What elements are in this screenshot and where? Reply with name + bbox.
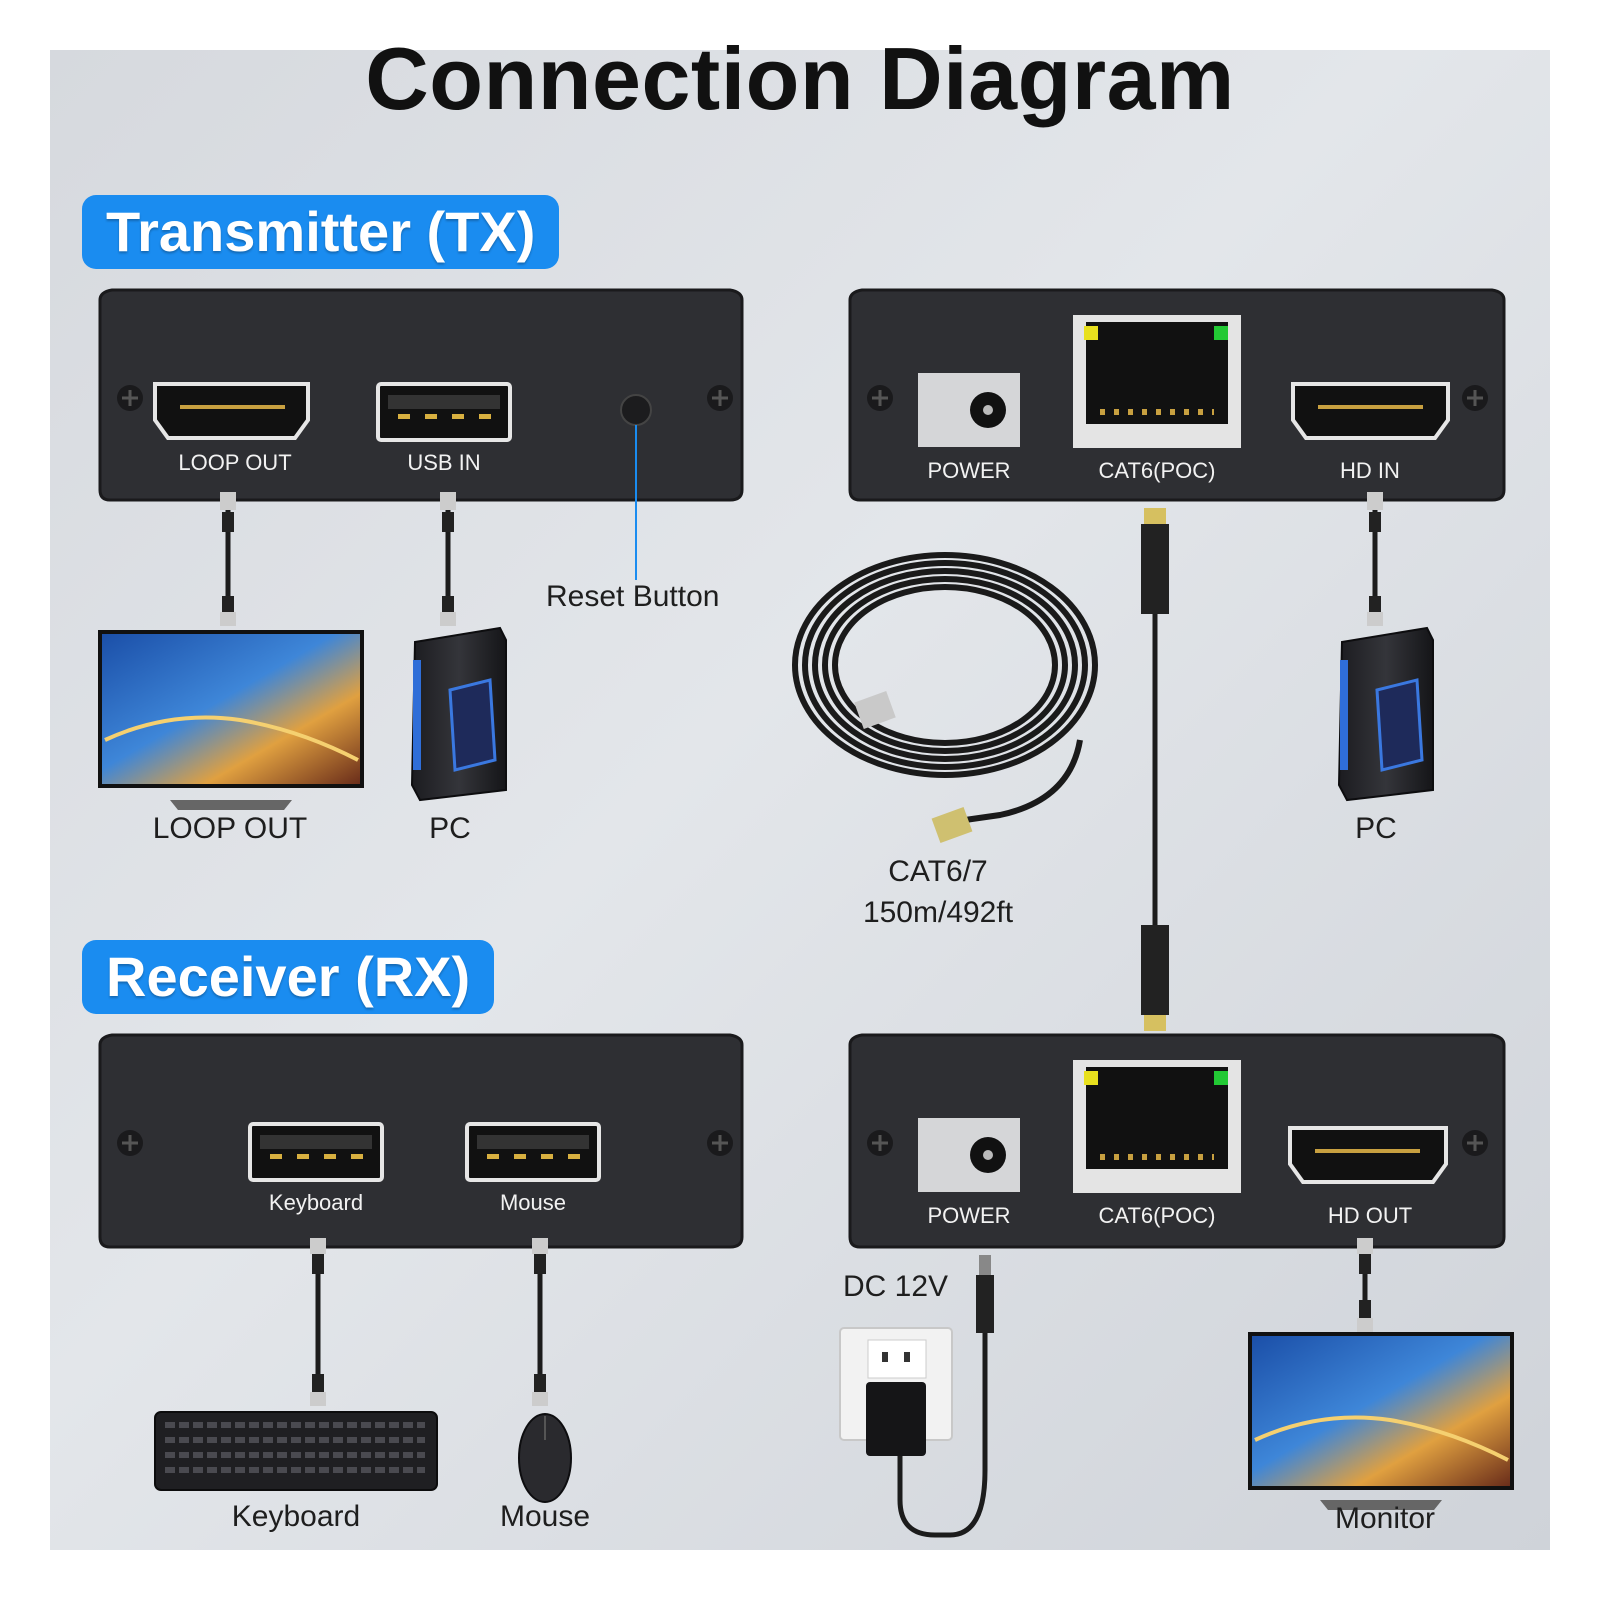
power-adapter-icon xyxy=(839,1327,953,1456)
rx-right-panel xyxy=(848,1033,1506,1249)
device-label-monitor: Monitor xyxy=(1334,1502,1436,1535)
port-label-cat6-poc: CAT6(POC) xyxy=(1098,458,1216,483)
tx-left-panel xyxy=(98,288,744,502)
device-label-loop-out: LOOP OUT xyxy=(152,812,308,845)
port-label-usb-in: USB IN xyxy=(407,450,481,475)
port-label-mouse: Mouse xyxy=(499,1190,567,1215)
rj45-port-icon xyxy=(1073,1060,1241,1193)
usb-port-icon xyxy=(248,1122,384,1182)
port-label-loop-out: LOOP OUT xyxy=(178,450,292,475)
cable-length-label: 150m/492ft xyxy=(862,896,1014,929)
keyboard-icon xyxy=(154,1411,438,1491)
port-label-power: POWER xyxy=(927,1203,1011,1228)
dc-power-port-icon xyxy=(918,1118,1020,1192)
receiver-badge: Receiver (RX) xyxy=(82,940,495,1014)
port-label-keyboard: Keyboard xyxy=(268,1190,364,1215)
device-label-mouse: Mouse xyxy=(499,1500,591,1533)
tx-right-panel xyxy=(848,288,1506,502)
hdmi-port-icon xyxy=(1288,1126,1448,1184)
cat6-cable-coil-icon xyxy=(792,552,1098,823)
pc-tower-icon xyxy=(1337,626,1434,802)
hdmi-port-icon xyxy=(1291,382,1450,440)
page-title: Connection Diagram xyxy=(365,29,1235,128)
cable-type-label: CAT6/7 xyxy=(888,855,988,888)
tv-icon xyxy=(98,630,364,810)
dc-power-port-icon xyxy=(918,373,1020,447)
pc-tower-icon xyxy=(410,626,507,802)
cables xyxy=(225,505,1378,1538)
device-label-pc: PC xyxy=(1355,812,1397,845)
monitor-icon xyxy=(1248,1332,1514,1510)
port-label-cat6-poc: CAT6(POC) xyxy=(1098,1203,1216,1228)
rx-left-panel xyxy=(98,1033,744,1249)
rj45-plug-icon xyxy=(854,691,973,844)
rj45-port-icon xyxy=(1073,315,1241,448)
port-label-hd-in: HD IN xyxy=(1340,458,1400,483)
transmitter-badge: Transmitter (TX) xyxy=(82,195,560,269)
reset-button-label: Reset Button xyxy=(546,580,720,613)
dc-power-label: DC 12V xyxy=(843,1270,949,1303)
hdmi-port-icon xyxy=(153,382,310,440)
mouse-icon xyxy=(518,1413,572,1503)
device-label-pc: PC xyxy=(429,812,471,845)
port-label-hd-out: HD OUT xyxy=(1327,1203,1413,1228)
reset-button-icon xyxy=(620,394,652,426)
port-label-power: POWER xyxy=(927,458,1011,483)
cable-plug-icons xyxy=(220,492,1383,1406)
device-label-keyboard: Keyboard xyxy=(231,1500,361,1533)
usb-port-icon xyxy=(376,382,512,442)
usb-port-icon xyxy=(465,1122,601,1182)
